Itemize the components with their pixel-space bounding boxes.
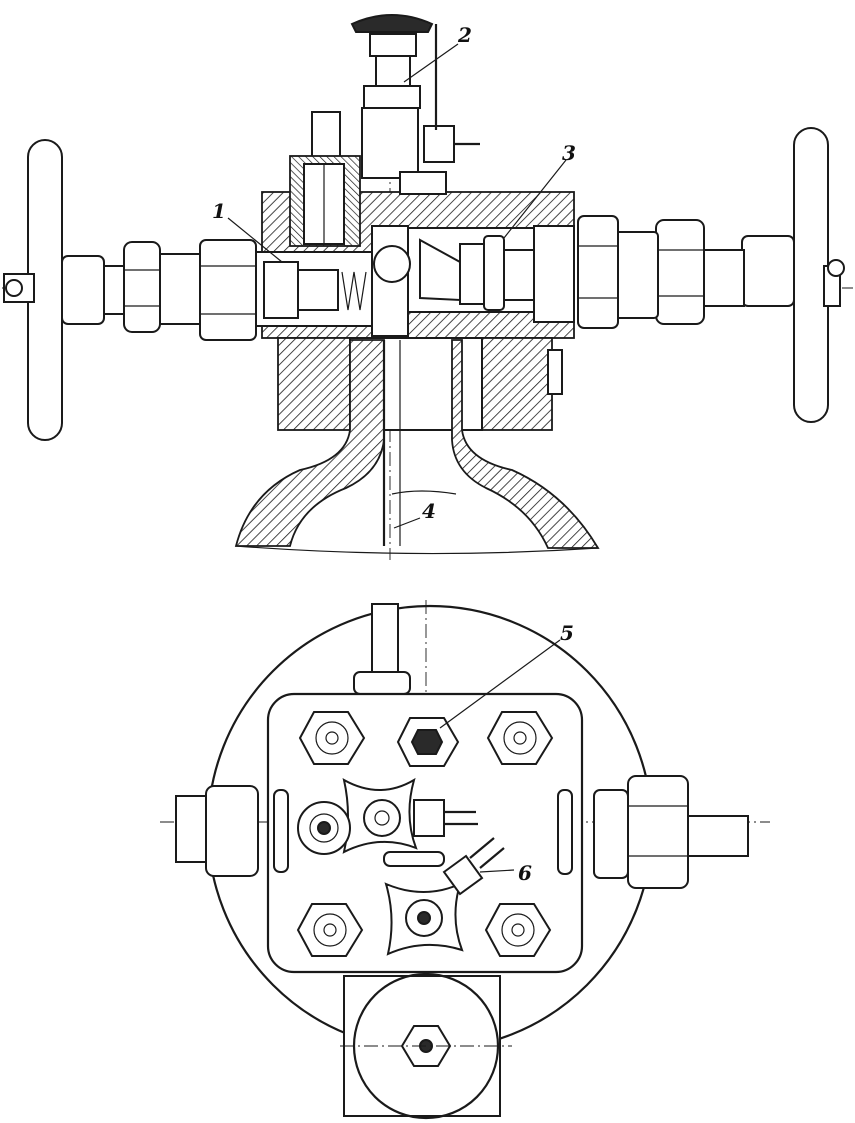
callout-6: 6 (518, 861, 532, 885)
callout-labels: 1 2 3 4 5 6 (212, 23, 576, 885)
left-side-fitting (175, 785, 289, 877)
callout-2: 2 (457, 23, 472, 47)
sectional-view (2, 14, 853, 560)
right-handwheel (577, 127, 845, 423)
left-valve-rosette (297, 777, 478, 855)
callout-4: 4 (422, 499, 436, 523)
lower-valve-rosette (383, 837, 515, 956)
bottom-attachment (340, 972, 512, 1120)
corner-nut-bottom-right (484, 903, 552, 957)
callout-5: 5 (560, 621, 574, 645)
top-valve (350, 14, 480, 195)
cylinder-neck (234, 339, 600, 555)
corner-nut-bottom-left (296, 903, 364, 957)
callout-3: 3 (562, 141, 576, 165)
plan-view (160, 600, 770, 1120)
left-handwheel (3, 139, 257, 441)
right-side-fitting (557, 775, 749, 889)
mounting-block (277, 337, 563, 431)
check-ball (373, 245, 411, 283)
callout-1: 1 (212, 199, 226, 223)
central-nut-5 (396, 639, 561, 767)
corner-nut-top-left (298, 711, 366, 765)
valve-body (255, 191, 575, 339)
upper-left-stem (289, 111, 361, 247)
corner-nut-top-right (486, 711, 554, 765)
callout-leaders-top (227, 43, 567, 529)
